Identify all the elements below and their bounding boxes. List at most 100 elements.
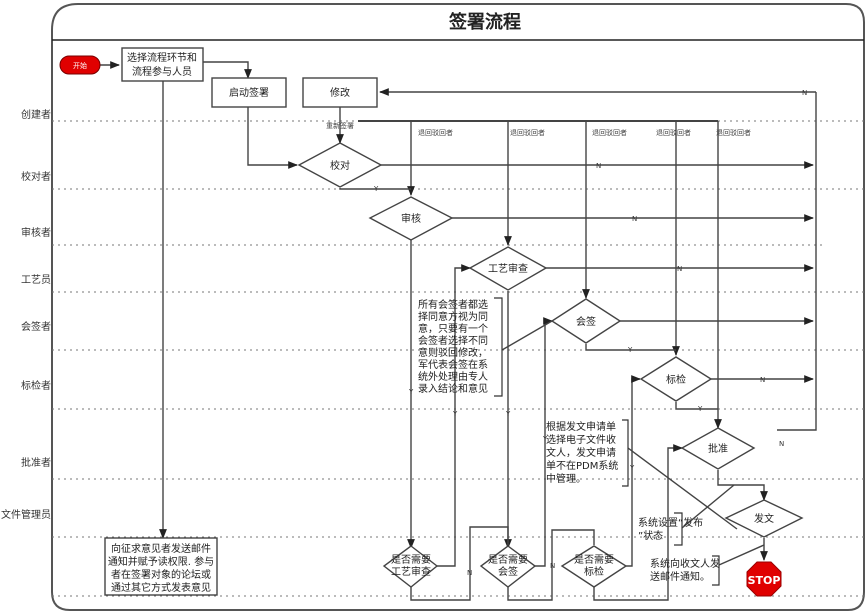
start-node[interactable]: 开始 <box>59 55 101 75</box>
countersign-note-line-2: 择同意方视为同 <box>418 310 488 323</box>
notify-line-3: 者在签署对象的论坛或 <box>111 568 211 581</box>
countersign-note-line-4: 会签者选择不同 <box>418 334 488 347</box>
lane-dividers <box>52 120 864 597</box>
need-countersign-line-1: 是否需要 <box>488 554 528 566</box>
yes-label-review: Y <box>408 388 414 396</box>
lane-label-countersigner: 会签者 <box>21 320 51 333</box>
no-label-proofread: N <box>596 162 601 170</box>
approve-decision[interactable]: 批准 <box>680 427 756 470</box>
countersign-note-line-8: 录入结论和意见 <box>418 382 488 395</box>
no-label-process: N <box>677 265 682 273</box>
notify-line-1: 向征求意见者发送邮件 <box>111 542 211 555</box>
publish-note-line-1: 系统设置“发布 <box>638 516 703 529</box>
countersign-note-line-7: 统外处理由专人 <box>418 370 488 383</box>
reject-label-4: 退回驳回者 <box>656 128 691 137</box>
countersign-label: 会签 <box>576 315 596 328</box>
yes-label-proofread: Y <box>373 185 379 193</box>
need-standard-line-2: 标检 <box>584 565 604 578</box>
standard-check-label: 标检 <box>666 373 686 386</box>
no-label-modify: N <box>802 89 807 97</box>
lane-label-approver: 批准者 <box>21 456 51 469</box>
process-review-decision[interactable]: 工艺审查 <box>468 246 548 291</box>
countersign-note: 所有会签者都选 择同意方视为同 意，只要有一个 会签者选择不同 意则驳回修改， … <box>418 297 503 397</box>
review-label: 审核 <box>401 212 421 225</box>
no-label-approve: N <box>779 440 784 448</box>
yes-label-countersign: Y <box>627 346 633 354</box>
lane-label-proofreader: 校对者 <box>21 170 51 183</box>
issue-note-line-5: 中管理。 <box>546 472 586 485</box>
select-participants-line-2: 流程参与人员 <box>132 65 192 78</box>
reject-label-3: 退回驳回者 <box>592 128 627 137</box>
stop-node[interactable]: STOP <box>746 561 782 597</box>
page-title: 签署流程 <box>448 11 521 33</box>
issue-note: 根据发文申请单 选择电子文件收 文人，发文申请 单不在PDM系统 中管理。 <box>546 419 629 487</box>
publish-note: 系统设置“发布 ”状态 <box>638 512 703 546</box>
reject-label-1: 退回驳回者 <box>418 128 453 137</box>
edges <box>100 61 817 601</box>
no-label-standard: N <box>760 376 765 384</box>
need-standard-line-1: 是否需要 <box>574 554 614 566</box>
mail-note-line-1: 系统向收文人发 <box>650 557 720 570</box>
yes-label-process: Y <box>505 410 511 418</box>
stop-label: STOP <box>748 574 781 587</box>
publish-note-line-2: ”状态 <box>638 529 663 542</box>
yes-label-need-standard: Y <box>629 464 635 472</box>
launch-signing-label: 启动签署 <box>229 86 269 99</box>
standard-check-decision[interactable]: 标检 <box>639 356 713 402</box>
lane-label-reviewer: 审核者 <box>21 226 51 239</box>
need-countersign-line-2: 会签 <box>498 565 518 578</box>
countersign-note-line-3: 意，只要有一个 <box>418 322 488 335</box>
issue-label: 发文 <box>754 512 774 525</box>
edge-labels: 重新签署 退回驳回者 退回驳回者 退回驳回者 退回驳回者 退回驳回者 N N Y… <box>326 89 807 577</box>
need-process-review-decision[interactable]: 是否需要 工艺审查 <box>382 545 439 588</box>
yes-label-need-countersign: Y <box>542 435 548 443</box>
lane-label-document-manager: 文件管理员 <box>1 508 51 521</box>
no-label-need-process: N <box>467 569 472 577</box>
notify-line-2: 通知并赋予读权限. 参与 <box>108 555 214 568</box>
need-process-line-1: 是否需要 <box>391 554 431 566</box>
resign-label: 重新签署 <box>326 121 354 130</box>
countersign-note-line-1: 所有会签者都选 <box>418 298 488 311</box>
reject-label-2: 退回驳回者 <box>510 128 545 137</box>
stop-octagon-icon <box>746 561 782 597</box>
issue-decision[interactable]: 发文 <box>724 499 804 538</box>
countersign-note-line-5: 意则驳回修改， <box>418 346 488 359</box>
countersign-note-line-6: 军代表会签在系 <box>418 358 488 371</box>
modify-node[interactable]: 修改 <box>302 77 378 108</box>
select-participants-line-1: 选择流程环节和 <box>127 51 197 64</box>
notify-line-4: 通过其它方式发表意见 <box>111 581 211 594</box>
start-label: 开始 <box>73 61 87 70</box>
approve-label: 批准 <box>708 442 728 455</box>
lane-label-process-engineer: 工艺员 <box>21 274 51 286</box>
lane-label-standard-checker: 标检者 <box>21 379 51 392</box>
process-review-label: 工艺审查 <box>488 262 528 275</box>
select-participants-node[interactable]: 选择流程环节和 流程参与人员 <box>121 47 204 82</box>
launch-signing-node[interactable]: 启动签署 <box>211 77 287 108</box>
mail-note: 系统向收文人发 送邮件通知。 <box>650 555 720 586</box>
start-terminator-shape <box>59 55 101 75</box>
lane-labels: 创建者 校对者 审核者 工艺员 会签者 标检者 批准者 文件管理员 <box>1 108 51 521</box>
swimlane-frame <box>51 3 865 611</box>
proofread-label: 校对 <box>330 159 350 172</box>
need-standard-check-decision[interactable]: 是否需要 标检 <box>560 545 628 588</box>
need-process-line-2: 工艺审查 <box>391 565 431 578</box>
issue-note-line-2: 选择电子文件收 <box>546 433 616 446</box>
mail-note-line-2: 送邮件通知。 <box>650 570 710 583</box>
issue-note-line-3: 文人，发文申请 <box>546 446 616 459</box>
need-countersign-decision[interactable]: 是否需要 会签 <box>479 545 537 588</box>
review-decision[interactable]: 审核 <box>368 196 454 241</box>
issue-note-line-4: 单不在PDM系统 <box>546 459 618 472</box>
yes-label-standard: Y <box>697 405 703 413</box>
reject-label-5: 退回驳回者 <box>716 128 751 137</box>
issue-note-line-1: 根据发文申请单 <box>546 420 616 433</box>
countersign-decision[interactable]: 会签 <box>550 298 622 344</box>
no-label-need-countersign: N <box>550 562 555 570</box>
no-label-review: N <box>632 215 637 223</box>
yes-label-need-process: Y <box>452 410 458 418</box>
lane-label-creator: 创建者 <box>21 108 51 121</box>
proofread-decision[interactable]: 校对 <box>297 142 383 188</box>
notify-opinion-node[interactable]: 向征求意见者发送邮件 通知并赋予读权限. 参与 者在签署对象的论坛或 通过其它方… <box>104 537 218 596</box>
modify-label: 修改 <box>330 86 350 99</box>
